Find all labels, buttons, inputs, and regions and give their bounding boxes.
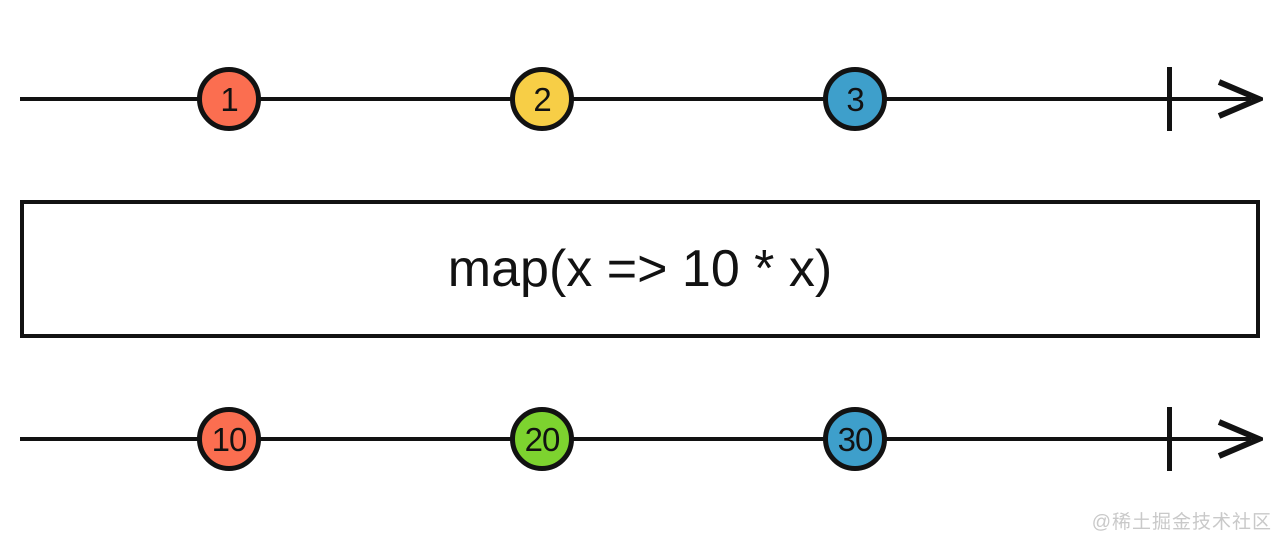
marble-20: 20	[510, 407, 574, 471]
operator-label: map(x => 10 * x)	[447, 240, 833, 298]
marble-30-value: 30	[837, 420, 874, 458]
marble-2: 2	[510, 67, 574, 131]
output-arrowhead-icon	[1216, 419, 1263, 459]
marble-30: 30	[823, 407, 887, 471]
marble-10-value: 10	[211, 420, 248, 458]
output-timeline-line	[20, 437, 1251, 441]
operator-box: map(x => 10 * x)	[20, 200, 1260, 338]
marble-1: 1	[197, 67, 261, 131]
source-timeline-line	[20, 97, 1251, 101]
marble-1-value: 1	[220, 80, 238, 118]
output-timeline: 10 20 30	[0, 407, 1280, 471]
marble-3: 3	[823, 67, 887, 131]
marble-20-value: 20	[524, 420, 561, 458]
marble-10: 10	[197, 407, 261, 471]
source-completion-bar-icon	[1167, 67, 1172, 131]
source-timeline: 1 2 3	[0, 67, 1280, 131]
marble-2-value: 2	[533, 80, 551, 118]
output-completion-bar-icon	[1167, 407, 1172, 471]
source-arrowhead-icon	[1216, 79, 1263, 119]
watermark: @稀土掘金技术社区	[1091, 512, 1272, 533]
marble-3-value: 3	[846, 80, 864, 118]
